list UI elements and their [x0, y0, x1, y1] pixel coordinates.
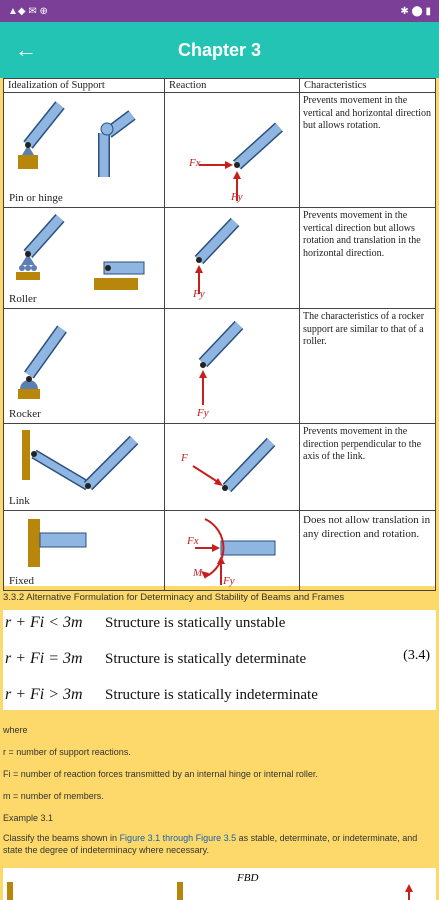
table-row: Pin or hinge Fx Fy Prevents move	[3, 92, 436, 208]
definition-m: m = number of members.	[3, 791, 104, 801]
pin-reaction-figure: Fx Fy	[164, 92, 300, 208]
text-section: 3.3.2 Alternative Formulation for Determ…	[3, 590, 436, 856]
example-title: Example 3.1	[3, 813, 54, 823]
equation-number: (3.4)	[403, 648, 430, 663]
table-header-row: Idealization of Support Reaction Charact…	[3, 78, 436, 93]
roller-characteristics: Prevents movement in the vertical direct…	[299, 207, 436, 309]
force-label-f: F	[181, 452, 188, 464]
roller-idealization-figure: Roller	[3, 207, 165, 309]
pin-characteristics: Prevents movement in the vertical and ho…	[299, 92, 436, 208]
where-label: where	[3, 725, 28, 735]
rocker-characteristics: The characteristics of a rocker support …	[299, 308, 436, 424]
status-right-icons: ✱ ⬤ ▮	[400, 5, 431, 17]
link-idealization-figure: Link	[3, 423, 165, 511]
rocker-idealization-figure: Rocker	[3, 308, 165, 424]
example-text: Classify the beams shown in Figure 3.1 t…	[3, 833, 418, 855]
fbd-label: FBD	[237, 872, 259, 884]
chapter-content[interactable]: Idealization of Support Reaction Charact…	[0, 78, 439, 900]
row-label-fixed: Fixed	[9, 575, 35, 587]
table-row: Link F Prevents movement in the directio…	[3, 423, 436, 511]
row-label-pin: Pin or hinge	[9, 192, 63, 204]
app-bar: ← Chapter 3	[0, 22, 439, 78]
fixed-characteristics: Does not allow translation in any direct…	[299, 510, 436, 591]
fixed-idealization-figure: Fixed	[3, 510, 165, 591]
page-title: Chapter 3	[177, 39, 262, 60]
pin-idealization-figure: Pin or hinge	[3, 92, 165, 208]
table-row: Fixed Fx M Fy Does not	[3, 510, 436, 591]
force-label-fy-roller: Fy	[193, 288, 205, 300]
force-label-fy: Fy	[231, 191, 243, 203]
link-reaction-figure: F	[164, 423, 300, 511]
definition-fi: Fi = number of reaction forces transmitt…	[3, 769, 318, 779]
table-row: Rocker Fy The characteristics of a rocke…	[3, 308, 436, 424]
row-label-rocker: Rocker	[9, 408, 41, 420]
header-idealization: Idealization of Support	[3, 78, 165, 93]
moment-label-m: M	[193, 567, 203, 579]
link-characteristics: Prevents movement in the direction perpe…	[299, 423, 436, 511]
fixed-reaction-figure: Fx M Fy	[164, 510, 300, 591]
roller-reaction-figure: Fy	[164, 207, 300, 309]
table-row: Roller Fy Prevents movement in the verti…	[3, 207, 436, 309]
rocker-reaction-figure: Fy	[164, 308, 300, 424]
status-bar: ▲◆ ✉ ⊕ ✱ ⬤ ▮	[0, 0, 439, 22]
back-arrow-icon[interactable]: ←	[15, 37, 37, 62]
figure-link[interactable]: Figure 3.1 through Figure 3.5	[119, 833, 237, 843]
support-table: Idealization of Support Reaction Charact…	[3, 78, 436, 591]
force-label-fx-fixed: Fx	[187, 535, 199, 547]
force-label-fx: Fx	[189, 157, 201, 169]
force-label-fy-fixed: Fy	[223, 575, 235, 587]
definition-r: r = number of support reactions.	[3, 747, 131, 757]
header-reaction: Reaction	[164, 78, 300, 93]
fbd-figure: FBD	[3, 868, 436, 900]
row-label-roller: Roller	[9, 293, 37, 305]
section-heading: 3.3.2 Alternative Formulation for Determ…	[3, 592, 345, 603]
force-label-fy-rocker: Fy	[197, 407, 209, 419]
row-label-link: Link	[9, 495, 30, 507]
header-characteristics: Characteristics	[299, 78, 436, 93]
status-left-icons: ▲◆ ✉ ⊕	[8, 5, 48, 17]
